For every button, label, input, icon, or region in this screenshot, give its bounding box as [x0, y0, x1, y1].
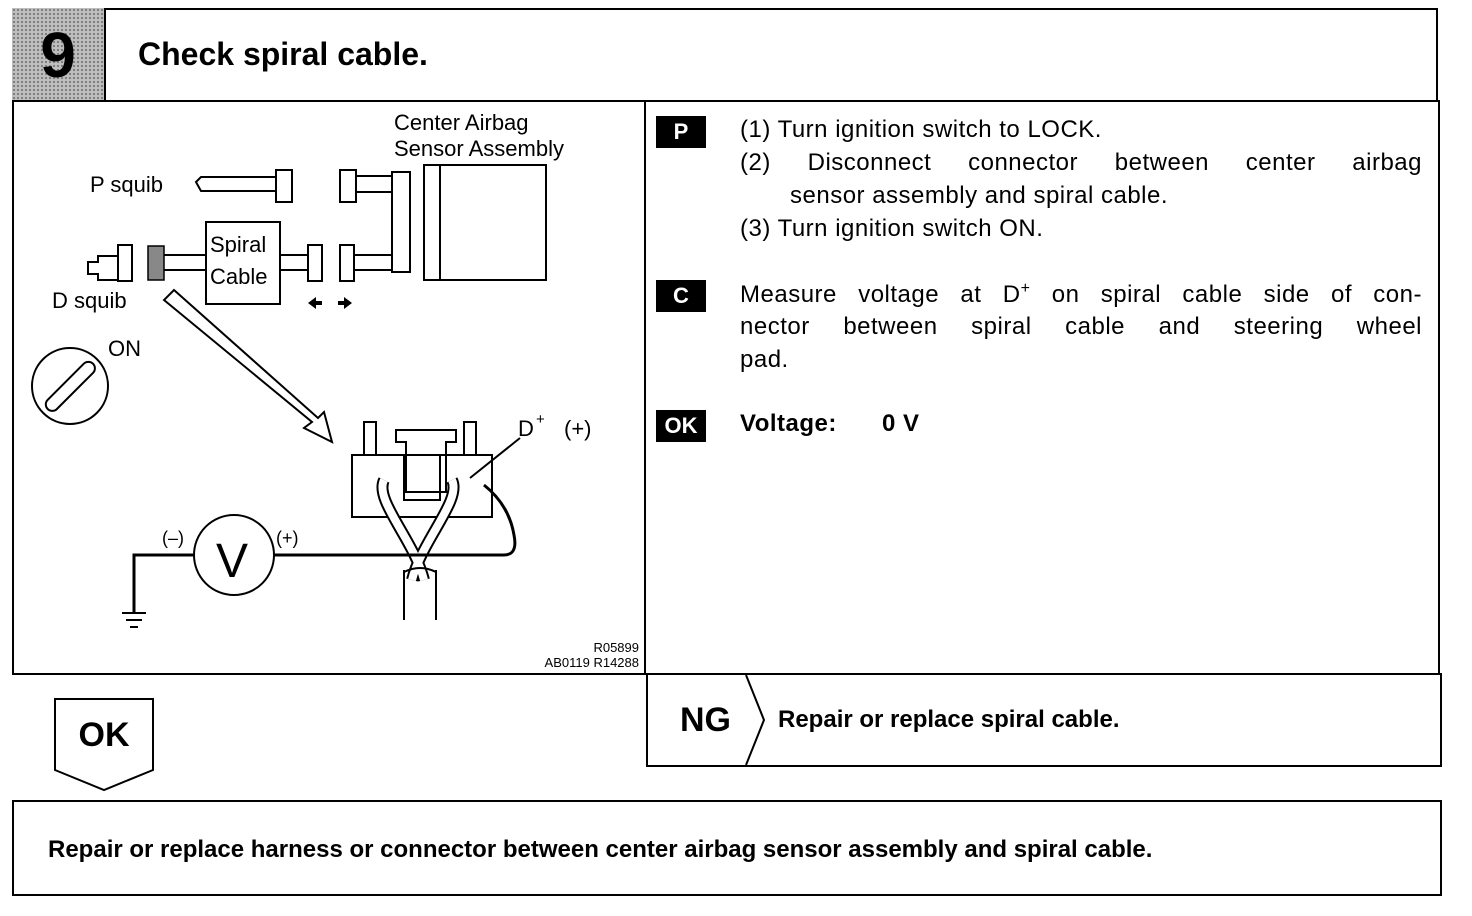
label-minus: (–) [162, 528, 184, 548]
ng-branch-box [646, 673, 1442, 767]
ok-branch-label: OK [78, 716, 130, 754]
label-on: ON [108, 336, 141, 361]
final-action-box [12, 800, 1442, 896]
check-line-3: pad. [740, 346, 789, 373]
label-p-squib: P squib [90, 172, 163, 197]
step-number-badge: 9 [12, 8, 106, 102]
final-action-text: Repair or replace harness or connector b… [48, 836, 1153, 863]
prep-step-2b: sensor assembly and spiral cable. [790, 182, 1169, 209]
label-center-airbag: Center Airbag [394, 110, 529, 135]
hatched-connector [147, 245, 165, 281]
label-spiral: Spiral [210, 232, 266, 257]
check-line-2: nector between spiral cable and steering… [740, 313, 1422, 340]
spiral-cable-box [205, 221, 281, 305]
prep-step-3: (3) Turn ignition switch ON. [740, 215, 1044, 242]
connector-closeup [351, 454, 493, 518]
diagram-panel [12, 100, 646, 675]
sensor-connector-p [339, 169, 357, 203]
wiring-diagram: Center Airbag Sensor Assembly P squib D … [31, 110, 639, 670]
disconnect-arrows [308, 297, 352, 309]
label-plus: (+) [276, 528, 299, 548]
step-title: Check spiral cable. [138, 36, 428, 72]
check-line-1: Measure voltage at D+ on spiral cable si… [740, 280, 1422, 308]
ground-icon [122, 612, 146, 628]
sensor-connector-d [339, 244, 355, 282]
ok-branch-arrow [54, 698, 154, 792]
tag-ok: OK [656, 410, 706, 442]
d-squib-plug [87, 255, 119, 281]
p-squib-connector [275, 169, 293, 203]
label-sensor-assembly: Sensor Assembly [394, 136, 564, 161]
ng-chevron [745, 675, 766, 765]
ng-label: NG [680, 701, 731, 739]
ng-action-text: Repair or replace spiral cable. [778, 706, 1120, 733]
ok-voltage-value: 0 V [882, 410, 920, 437]
label-cable: Cable [210, 264, 267, 289]
figure-code-1: R05899 [593, 640, 639, 655]
spiral-cable-connector [307, 244, 323, 282]
figure-code-2: AB0119 R14288 [545, 655, 639, 670]
label-d-plus: D [518, 416, 534, 441]
label-v: V [216, 535, 248, 588]
ok-voltage-label: Voltage: [740, 410, 837, 437]
d-squib-connector [117, 244, 133, 282]
center-airbag-sensor [439, 164, 547, 281]
tag-prepare: P [656, 116, 706, 148]
tag-check: C [656, 280, 706, 312]
step-number: 9 [40, 19, 76, 91]
label-d-plus-sup: + [536, 411, 545, 428]
sensor-header [391, 171, 411, 273]
label-d-squib: D squib [52, 288, 127, 313]
prep-step-2a: (2) Disconnect connector between center … [740, 149, 1422, 176]
prep-step-1: (1) Turn ignition switch to LOCK. [740, 116, 1102, 143]
p-squib-plug [194, 176, 277, 192]
callout-arrow [162, 288, 334, 444]
label-d-plus-sign: (+) [564, 416, 592, 441]
ignition-switch-icon [31, 347, 109, 425]
